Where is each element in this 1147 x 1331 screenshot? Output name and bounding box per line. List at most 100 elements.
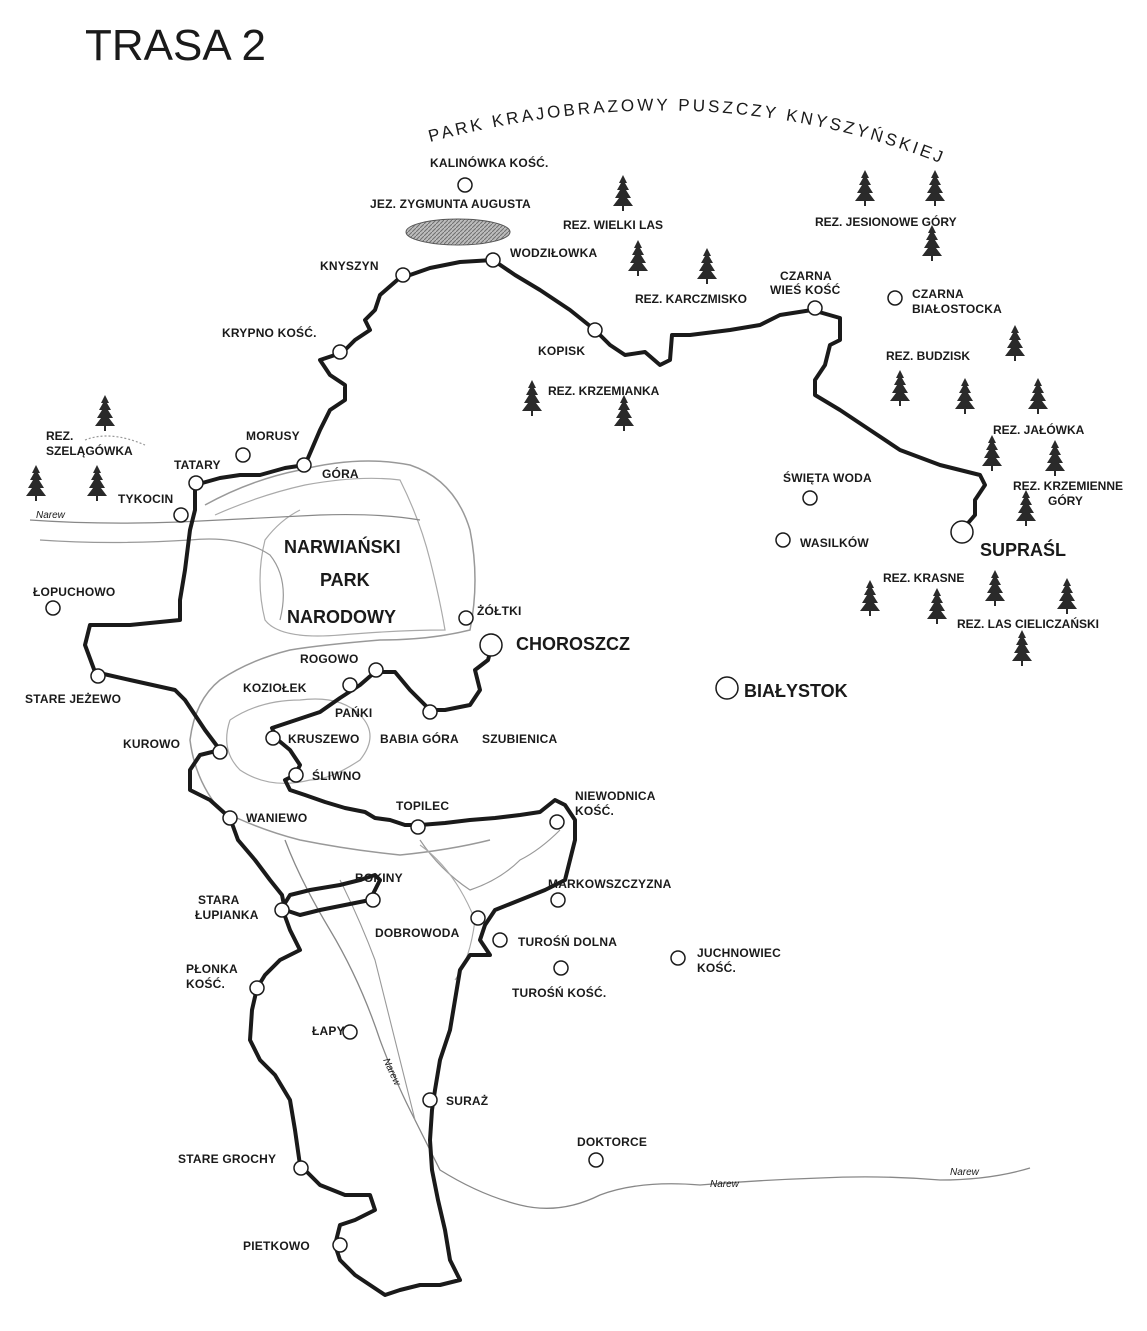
marker-juchnowiec — [670, 950, 686, 966]
tree-icon — [955, 378, 975, 414]
label-rez-krzemianka: REZ. KRZEMIANKA — [548, 384, 660, 398]
river-label-narew-west: Narew — [36, 510, 66, 521]
tree-icon — [1005, 325, 1025, 361]
label-wodzilowka: WODZIŁOWKA — [510, 246, 597, 260]
marker-czarna-wies — [807, 300, 823, 316]
tree-icon — [26, 465, 46, 501]
forest-trees — [26, 170, 1077, 666]
marker-waniewo — [222, 810, 238, 826]
tree-icon — [855, 170, 875, 206]
tree-icon — [982, 435, 1002, 471]
label-turosn-kosc: TUROŚŃ KOŚĆ. — [512, 985, 606, 1000]
tree-icon — [860, 580, 880, 616]
lake-label: JEZ. ZYGMUNTA AUGUSTA — [370, 197, 531, 211]
label-czarna-bial-1: CZARNA — [912, 287, 964, 301]
narew-river — [29, 513, 421, 524]
marker-babia-gora — [422, 704, 438, 720]
label-pietkowo: PIETKOWO — [243, 1239, 310, 1253]
park-name-line-3: NARODOWY — [287, 607, 396, 627]
tree-icon — [614, 395, 634, 431]
label-lapy: ŁAPY — [312, 1024, 345, 1038]
label-stare-jezewo: STARE JEŻEWO — [25, 691, 121, 706]
marker-bialystok — [715, 676, 739, 700]
national-park-boundary-south — [226, 698, 371, 784]
label-czarna-bial-2: BIAŁOSTOCKA — [912, 302, 1002, 316]
label-morusy: MORUSY — [246, 429, 300, 443]
label-krypno: KRYPNO KOŚĆ. — [222, 325, 317, 340]
marker-gora — [296, 457, 312, 473]
river-label-narew-east1: Narew — [710, 1179, 740, 1190]
label-rez-karczmisko: REZ. KARCZMISKO — [635, 292, 747, 306]
label-kopisk: KOPISK — [538, 344, 585, 358]
marker-sliwno — [288, 767, 304, 783]
label-niewodnica-1: NIEWODNICA — [575, 789, 656, 803]
label-suraz: SURAŻ — [446, 1093, 488, 1108]
label-suprasl: SUPRAŚL — [980, 539, 1066, 560]
marker-turosn-dolna — [492, 932, 508, 948]
tree-icon — [697, 248, 717, 284]
national-park-name: NARWIAŃSKI PARK NARODOWY — [284, 536, 401, 627]
label-topilec: TOPILEC — [396, 799, 449, 813]
tree-icon — [925, 170, 945, 206]
marker-kruszewo — [265, 730, 281, 746]
map-title: TRASA 2 — [85, 21, 266, 70]
river-label-narew-south: Narew — [380, 1057, 403, 1089]
marker-markowszczyzna — [550, 892, 566, 908]
marker-suraz — [422, 1092, 438, 1108]
national-park-boundary — [189, 460, 491, 856]
place-markers — [45, 177, 974, 1253]
marker-pietkowo — [332, 1237, 348, 1253]
tree-icon — [1012, 630, 1032, 666]
label-juchnowiec-1: JUCHNOWIEC — [697, 946, 781, 960]
tree-icon — [927, 588, 947, 624]
marker-dobrowoda — [470, 910, 486, 926]
label-stara-lupianka-2: ŁUPIANKA — [195, 908, 259, 922]
label-kruszewo: KRUSZEWO — [288, 732, 360, 746]
tree-icon — [922, 225, 942, 261]
label-rez-krasne: REZ. KRASNE — [883, 571, 964, 585]
label-rez-szelagowka-2: SZELĄGÓWKA — [46, 443, 133, 458]
tree-icon — [522, 380, 542, 416]
label-koziolek: KOZIOŁEK — [243, 681, 307, 695]
marker-wasilkow — [775, 532, 791, 548]
marker-suprasl — [950, 520, 974, 544]
label-szubienica: SZUBIENICA — [482, 732, 557, 746]
label-bokiny: BOKINY — [355, 871, 403, 885]
tree-icon — [1045, 440, 1065, 476]
park-name-line-2: PARK — [320, 570, 370, 590]
marker-choroszcz — [479, 633, 503, 657]
label-choroszcz: CHOROSZCZ — [516, 634, 630, 654]
label-stare-grochy: STARE GROCHY — [178, 1152, 276, 1166]
label-rez-krzemienne-2: GÓRY — [1048, 493, 1083, 508]
narew-river-4 — [419, 829, 561, 891]
label-plonka-2: KOŚĆ. — [186, 976, 225, 991]
tree-icon — [628, 240, 648, 276]
place-labels: KALINÓWKA KOŚĆ. KNYSZYN WODZIŁOWKA KRYPN… — [25, 155, 1002, 1253]
marker-knyszyn — [395, 267, 411, 283]
label-juchnowiec-2: KOŚĆ. — [697, 960, 736, 975]
route-trasa-2 — [83, 258, 987, 1297]
label-rez-wielki-las: REZ. WIELKI LAS — [563, 218, 663, 232]
label-kalinowka: KALINÓWKA KOŚĆ. — [430, 155, 549, 170]
label-tatary: TATARY — [174, 458, 221, 472]
marker-plonka — [249, 980, 265, 996]
tree-icon — [890, 370, 910, 406]
label-bialystok: BIAŁYSTOK — [744, 681, 848, 701]
label-turosn-dolna: TUROŚŃ DOLNA — [518, 934, 617, 949]
label-tykocin: TYKOCIN — [118, 492, 173, 506]
marker-tykocin — [173, 507, 189, 523]
label-rez-las-cieliczanski: REZ. LAS CIELICZAŃSKI — [957, 616, 1099, 631]
label-zoltki: ŻÓŁTKI — [477, 603, 522, 618]
river-label-narew-east2: Narew — [950, 1167, 980, 1178]
label-gora: GÓRA — [322, 466, 359, 481]
tree-icon — [1028, 378, 1048, 414]
tree-icon — [613, 175, 633, 211]
label-wasilkow: WASILKÓW — [800, 535, 869, 550]
label-doktorce: DOKTORCE — [577, 1135, 647, 1149]
marker-zoltki — [458, 610, 474, 626]
boundary-north — [84, 435, 146, 446]
label-lopuchowo: ŁOPUCHOWO — [33, 585, 115, 599]
marker-rogowo — [368, 662, 384, 678]
label-rogowo: ROGOWO — [300, 652, 359, 666]
